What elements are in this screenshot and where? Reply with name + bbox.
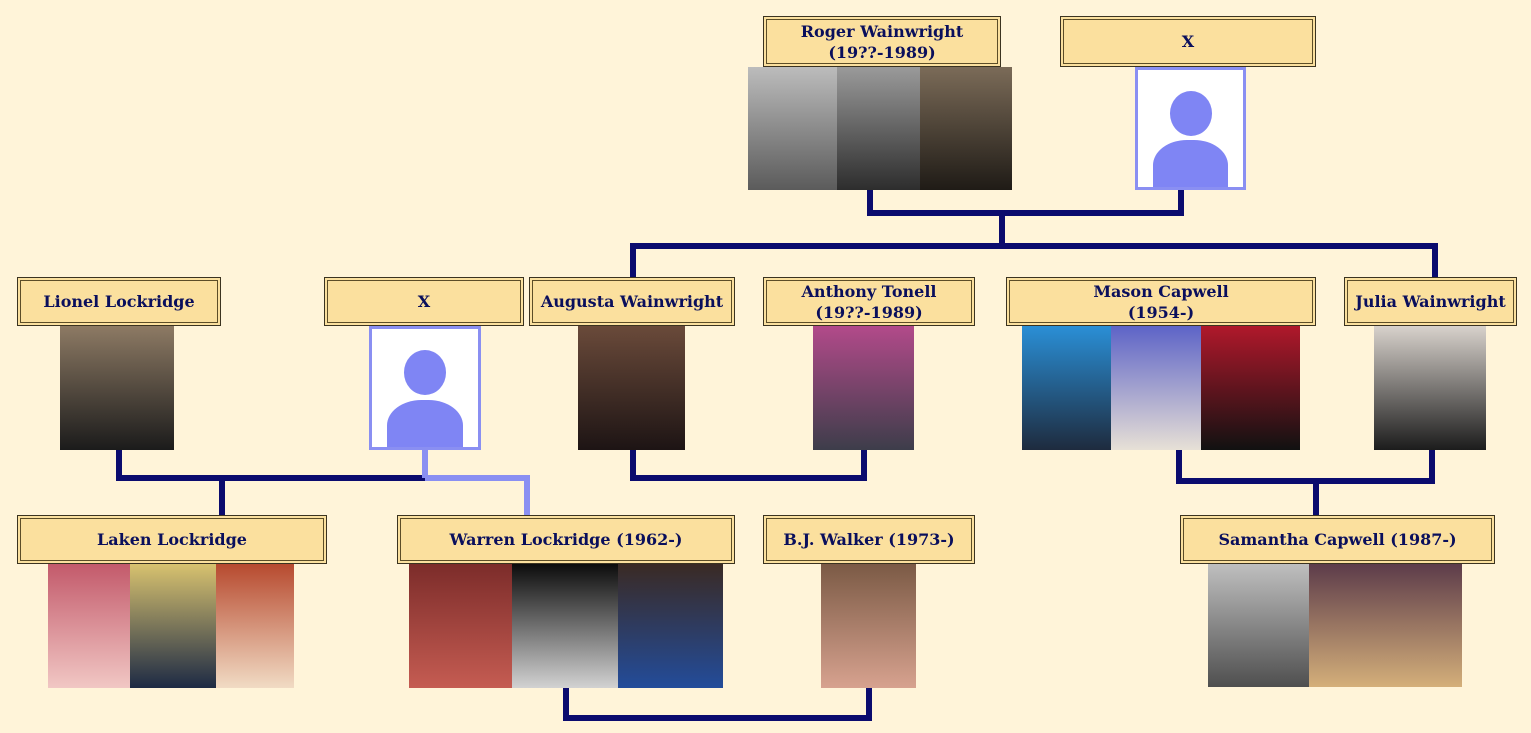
roger-marriage-line [867,190,1184,216]
bj-photos [821,564,916,688]
portrait-image [216,564,294,688]
julia-photos [1374,326,1486,450]
augusta-photos [578,326,685,450]
portrait-image [813,326,914,450]
samantha-photos [1208,564,1462,687]
lionel-name: Lionel Lockridge [43,292,195,311]
person-silhouette-icon [1135,67,1246,190]
laken-label: Laken Lockridge [17,515,327,564]
lionel-photos [60,326,174,450]
mason-label: Mason Capwell (1954-) [1006,277,1316,326]
portrait-image [618,564,723,688]
samantha-label: Samantha Capwell (1987-) [1180,515,1495,564]
portrait-image [821,564,916,688]
mason-dates: (1954-) [1127,302,1195,322]
portrait-image [1374,326,1486,450]
anthony-name: Anthony Tonell [801,281,937,301]
mason-photos [1022,326,1300,450]
laken-photos [48,564,294,688]
portrait-image [748,67,837,190]
augusta-name: Augusta Wainwright [540,292,724,311]
warren-photos [409,564,723,688]
roger-photos [748,67,1012,190]
portrait-image [578,326,685,450]
anthony-label: Anthony Tonell (19??-1989) [763,277,975,326]
mason-julia-line [1176,450,1435,484]
portrait-image [409,564,512,688]
portrait-image [1022,326,1111,450]
portrait-image [920,67,1012,190]
x-middle-label: X [324,277,524,326]
samantha-name: Samantha Capwell (1987-) [1218,530,1457,549]
roger-children-bar [630,243,1438,277]
julia-label: Julia Wainwright [1344,277,1517,326]
warren-stem [425,475,530,515]
roger-spouse-label: X [1060,16,1316,67]
anthony-photos [813,326,914,450]
warren-bj-line [563,688,872,721]
warren-label: Warren Lockridge (1962-) [397,515,735,564]
lionel-marriage-line [116,450,428,481]
x-middle-name: X [417,292,431,311]
roger-name: Roger Wainwright [800,21,964,41]
roger-label: Roger Wainwright (19??-1989) [763,16,1001,67]
bj-name: B.J. Walker (1973-) [783,530,955,549]
portrait-image [60,326,174,450]
portrait-image [837,67,920,190]
portrait-image [1201,326,1300,450]
portrait-image [1111,326,1201,450]
roger-dates: (19??-1989) [828,42,936,62]
anthony-dates: (19??-1989) [815,302,923,322]
portrait-image [48,564,130,688]
warren-name: Warren Lockridge (1962-) [449,530,683,549]
portrait-image [130,564,216,688]
bj-label: B.J. Walker (1973-) [763,515,975,564]
julia-name: Julia Wainwright [1355,292,1506,311]
portrait-image [1208,564,1309,687]
laken-name: Laken Lockridge [97,530,247,549]
person-silhouette-icon [369,326,481,450]
portrait-image [512,564,618,688]
lionel-label: Lionel Lockridge [17,277,221,326]
roger-spouse-name: X [1181,32,1195,51]
portrait-image [1309,564,1462,687]
augusta-label: Augusta Wainwright [529,277,735,326]
mason-name: Mason Capwell [1093,281,1229,301]
augusta-anthony-line [630,450,867,481]
